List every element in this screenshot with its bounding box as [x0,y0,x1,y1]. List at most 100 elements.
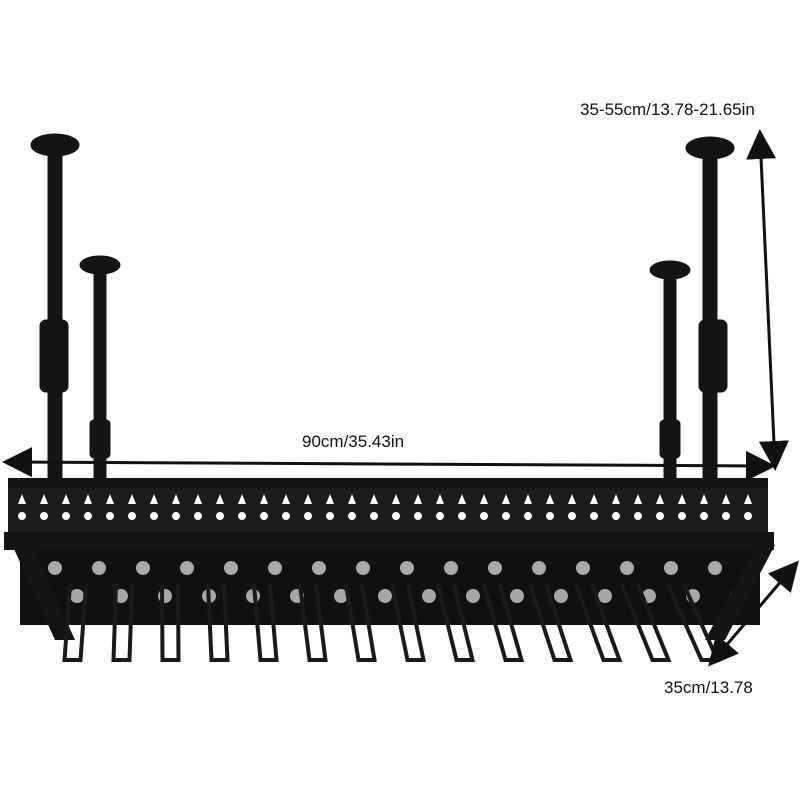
ornament-spike [194,494,202,504]
ornament-spike [348,494,356,504]
ornament-dot [150,512,158,520]
glass-hanger-rail [436,583,476,662]
tray-flower [620,561,634,575]
tray-flower [48,561,62,575]
tray-flower [400,561,414,575]
tray-flower [224,561,238,575]
ornament-dot [722,512,730,520]
glass-hanger-rail [390,583,426,662]
tray-flower [576,561,590,575]
glass-hanger-rails [62,583,721,662]
ornament-spike [502,494,510,504]
ornament-spike [62,494,70,504]
tray-flower [70,589,84,603]
glass-hanger-rail [528,583,574,662]
tray-flower [466,589,480,603]
ornament-spike [612,494,620,504]
tray-flower [598,589,612,603]
tray-flower [422,589,436,603]
ornament-dot [392,512,400,520]
tray-flower [488,561,502,575]
ornament-dot [18,512,26,520]
ornament-spike [18,494,26,504]
ornament-spike [84,494,92,504]
tray-flower [378,589,392,603]
ornament-spike [128,494,136,504]
ornament-dot [744,512,752,520]
glass-hanger-rail [482,583,525,662]
depth-dimension-arrow [708,560,799,667]
ornament-dot [128,512,136,520]
ornament-spike [480,494,488,504]
glass-hanger-rail [252,583,279,662]
tray-flower [136,561,150,575]
front-left-pole [30,133,80,481]
glass-hanger-rail [111,583,134,662]
ornament-spike [656,494,664,504]
ornament-spike [414,494,422,504]
tray-flower [180,561,194,575]
ornament-dot [238,512,246,520]
ornament-dot [304,512,312,520]
tray-flower [708,561,722,575]
ornament-spike [326,494,334,504]
ornament-dot [414,512,422,520]
front-right-pole [685,136,735,481]
tray-flower [444,561,458,575]
ornament-spike [150,494,158,504]
ornament-dot [634,512,642,520]
ornament-dot [216,512,224,520]
ornament-dot [480,512,488,520]
ornament-spike [370,494,378,504]
tray-flower [334,589,348,603]
ornament-spike [172,494,180,504]
ornament-dot [546,512,554,520]
ornament-dot [370,512,378,520]
ornament-dot [282,512,290,520]
ornament-dot [656,512,664,520]
ornament-spike [700,494,708,504]
ornament-spike [634,494,642,504]
ornament-dot [524,512,532,520]
width-dimension-label: 90cm/35.43in [302,432,405,451]
glass-hanger-rail [62,583,88,662]
glass-hanger-rail [206,583,230,662]
ornament-spike [304,494,312,504]
ornament-spike [524,494,532,504]
ornament-dot [40,512,48,520]
glass-hanger-rail [620,583,672,662]
tray-flower [312,561,326,575]
ornament-dot [590,512,598,520]
tray-flower [664,561,678,575]
glass-hanger-rail [160,583,181,662]
ornament-dot [568,512,576,520]
ornament-spike [568,494,576,504]
glass-hanger-rail [574,583,623,662]
ornament-dot [106,512,114,520]
ornament-dot [700,512,708,520]
ornament-spike [744,494,752,504]
rack-frame [4,478,775,640]
depth-dimension-label: 35cm/13.78 [664,678,753,697]
width-dimension-arrow [2,447,776,481]
ornament-spike [678,494,686,504]
ornament-dot [194,512,202,520]
tray-flower [532,561,546,575]
ornament-spike [590,494,598,504]
ornament-dot [260,512,268,520]
ornament-spike [106,494,114,504]
ornament-spike [238,494,246,504]
glass-hanger-rail [298,583,328,662]
ornament-spike [216,494,224,504]
ornament-spike [282,494,290,504]
tray-flower [554,589,568,603]
ornament-spike [546,494,554,504]
tray-flower [268,561,282,575]
tray-flower [356,561,370,575]
ornament-dot [458,512,466,520]
height-dimension-arrow [746,129,789,471]
ornament-dot [172,512,180,520]
ornament-spike [436,494,444,504]
